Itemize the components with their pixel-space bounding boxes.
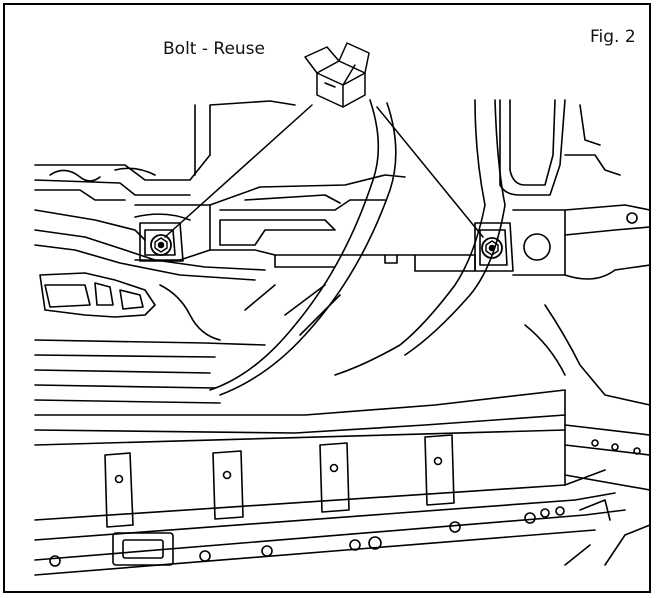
callout-label: Bolt - Reuse — [163, 39, 265, 59]
bumper-tabs — [104, 434, 455, 528]
bolt-icon-right — [481, 237, 503, 259]
figure-frame: Bolt - Reuse Fig. 2 — [3, 3, 651, 593]
callout-leader-lines — [164, 104, 484, 238]
right-bolt-bracket — [474, 222, 551, 272]
right-side-structure — [499, 99, 649, 406]
lower-fasteners — [49, 506, 565, 567]
bolt-icon — [150, 234, 172, 256]
figure-number: Fig. 2 — [590, 27, 636, 47]
left-connector-housing — [39, 272, 221, 341]
air-duct — [34, 99, 506, 404]
left-upper-structure — [34, 100, 296, 281]
bumper-beam — [34, 389, 626, 576]
parts-box-icon — [304, 42, 370, 108]
technical-illustration — [34, 42, 649, 576]
right-frame-rail — [564, 424, 649, 566]
